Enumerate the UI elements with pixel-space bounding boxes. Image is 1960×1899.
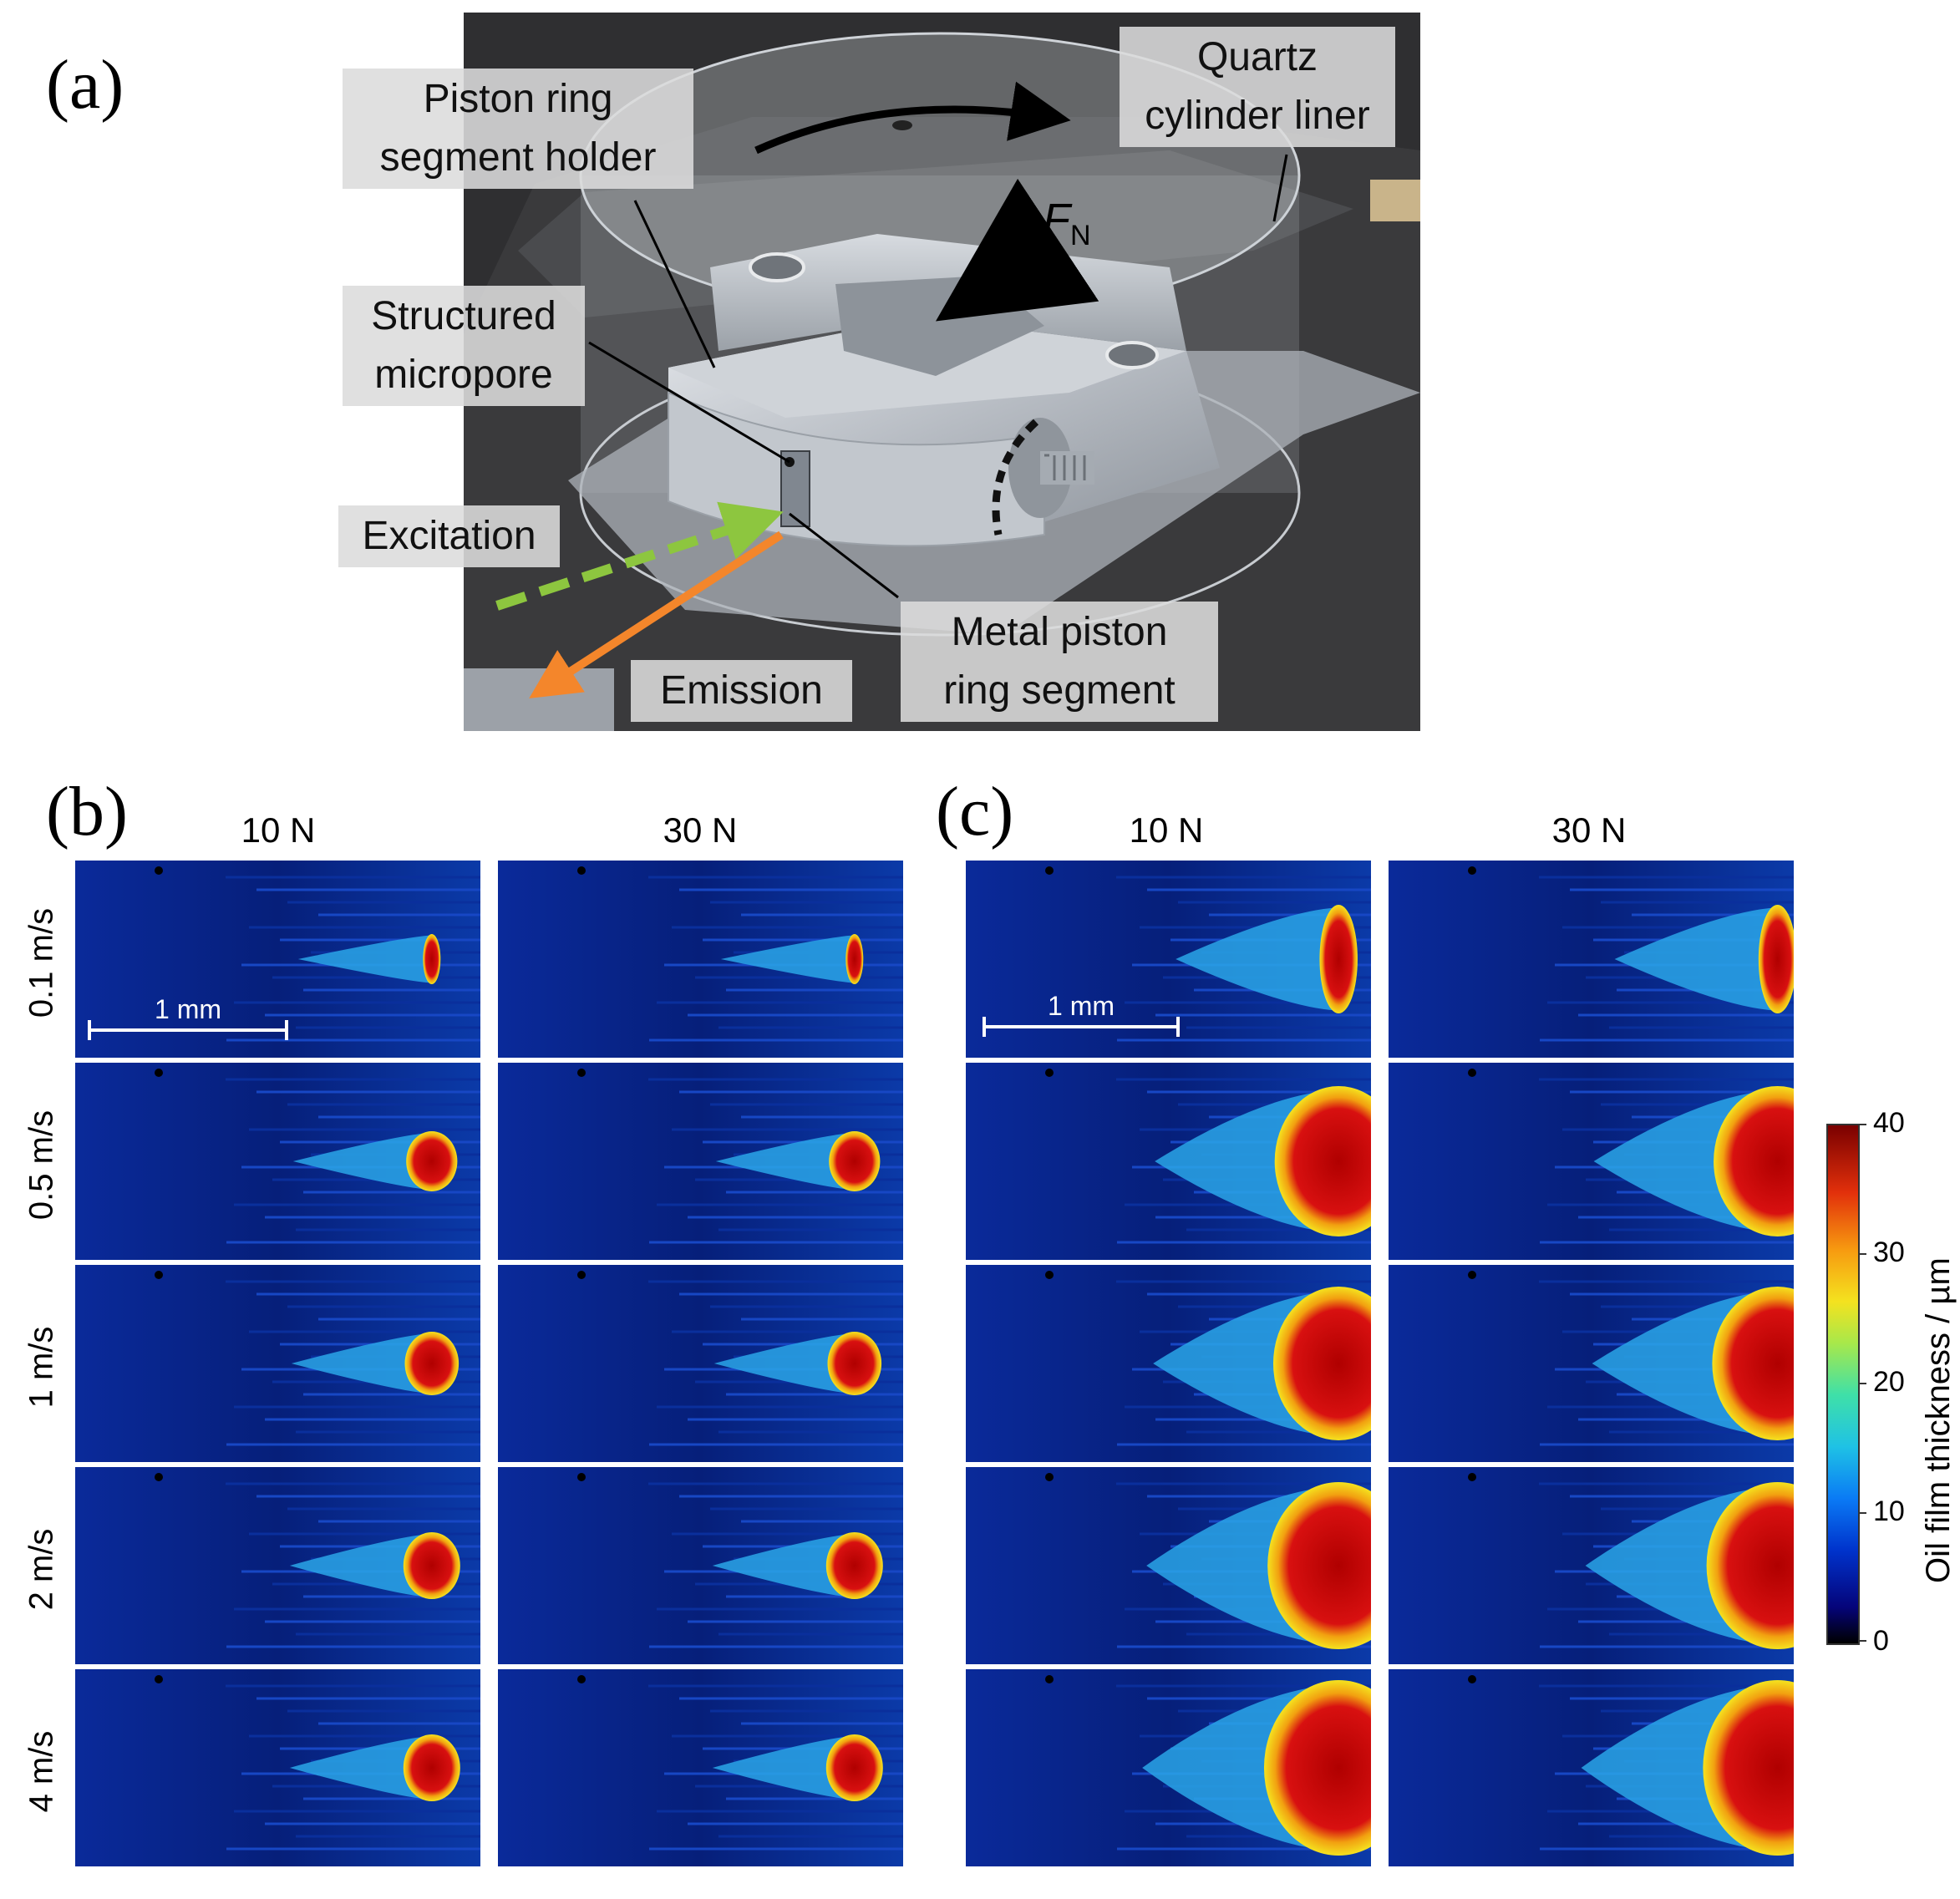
- callout-piston-ring-holder: Piston ring segment holder: [343, 69, 693, 189]
- oil-film-image-c-3-3: [1389, 1467, 1794, 1664]
- oil-film-image-c-3-2: [966, 1467, 1371, 1664]
- callout-holder-line2: segment holder: [379, 135, 657, 180]
- row-label-0-1: 0.1 m/s: [23, 907, 60, 1018]
- oil-film-image-b-2-0: [75, 1265, 480, 1462]
- oil-film-image-c-0-3: [1389, 861, 1794, 1058]
- oil-film-image-c-4-2: [966, 1669, 1371, 1866]
- colorbar-tick-10: 10: [1873, 1495, 1905, 1527]
- oil-film-image-b-2-1: [498, 1265, 903, 1462]
- oil-film-image-c-1-2: [966, 1063, 1371, 1260]
- colorbar-tick-30: 30: [1873, 1236, 1905, 1268]
- oil-film-image-b-3-0: [75, 1467, 480, 1664]
- callout-holder-line1: Piston ring: [423, 77, 613, 121]
- panel-c-col-30n: 30 N: [1551, 810, 1627, 850]
- colorbar-tick-20: 20: [1873, 1366, 1905, 1398]
- callout-metal-line1: Metal piston: [951, 610, 1168, 654]
- callout-micropore-line1: Structured: [371, 294, 556, 338]
- panel-c-scale-bar: 1 mm: [983, 991, 1180, 1037]
- callout-quartz-line1: Quartz: [1196, 35, 1318, 79]
- colorbar-tick-40: 40: [1873, 1107, 1905, 1139]
- callout-metal-line2: ring segment: [943, 668, 1175, 713]
- oil-film-image-c-2-3: [1389, 1265, 1794, 1462]
- row-label-1: 1 m/s: [23, 1326, 60, 1409]
- oil-film-image-c-0-2: [966, 861, 1371, 1058]
- panel-a-label: (a): [46, 46, 124, 124]
- callout-excitation: Excitation: [338, 505, 560, 567]
- oil-film-image-b-4-1: [498, 1669, 903, 1866]
- oil-film-image-c-4-3: [1389, 1669, 1794, 1866]
- oil-film-image-b-1-1: [498, 1063, 903, 1260]
- oil-film-image-c-2-2: [966, 1265, 1371, 1462]
- callout-structured-micropore: Structured micropore: [343, 286, 585, 406]
- callout-emission: Emission: [631, 660, 852, 722]
- panel-b-scale-bar: 1 mm: [88, 994, 288, 1040]
- panel-c-scale-label: 1 mm: [1048, 991, 1115, 1021]
- panel-b-scale-label: 1 mm: [155, 994, 221, 1024]
- row-label-4: 4 m/s: [23, 1730, 60, 1813]
- callout-quartz-liner: Quartz cylinder liner: [1120, 27, 1395, 147]
- panel-c-label: (c): [936, 773, 1014, 850]
- colorbar-gradient: [1826, 1124, 1860, 1645]
- panel-c-col-10n: 10 N: [1129, 810, 1204, 850]
- force-symbol: F: [1043, 195, 1070, 245]
- oil-film-image-b-3-1: [498, 1467, 903, 1664]
- force-label: FN: [1043, 194, 1091, 252]
- oil-film-image-b-1-0: [75, 1063, 480, 1260]
- callout-quartz-line2: cylinder liner: [1145, 94, 1370, 138]
- oil-film-image-b-0-0: [75, 861, 480, 1058]
- oil-film-image-c-1-3: [1389, 1063, 1794, 1260]
- row-label-0-5: 0.5 m/s: [23, 1109, 60, 1221]
- colorbar-title: Oil film thickness / µm: [1920, 1257, 1957, 1583]
- oil-film-image-b-0-1: [498, 861, 903, 1058]
- panel-b-label: (b): [46, 773, 128, 850]
- colorbar-tick-0: 0: [1873, 1625, 1889, 1657]
- oil-film-image-b-4-0: [75, 1669, 480, 1866]
- row-label-2: 2 m/s: [23, 1528, 60, 1611]
- callout-micropore-line2: micropore: [374, 353, 553, 397]
- callout-metal-piston-ring: Metal piston ring segment: [901, 602, 1218, 722]
- force-subscript: N: [1070, 219, 1091, 251]
- panel-b-col-10n: 10 N: [241, 810, 316, 850]
- panel-b-col-30n: 30 N: [663, 810, 738, 850]
